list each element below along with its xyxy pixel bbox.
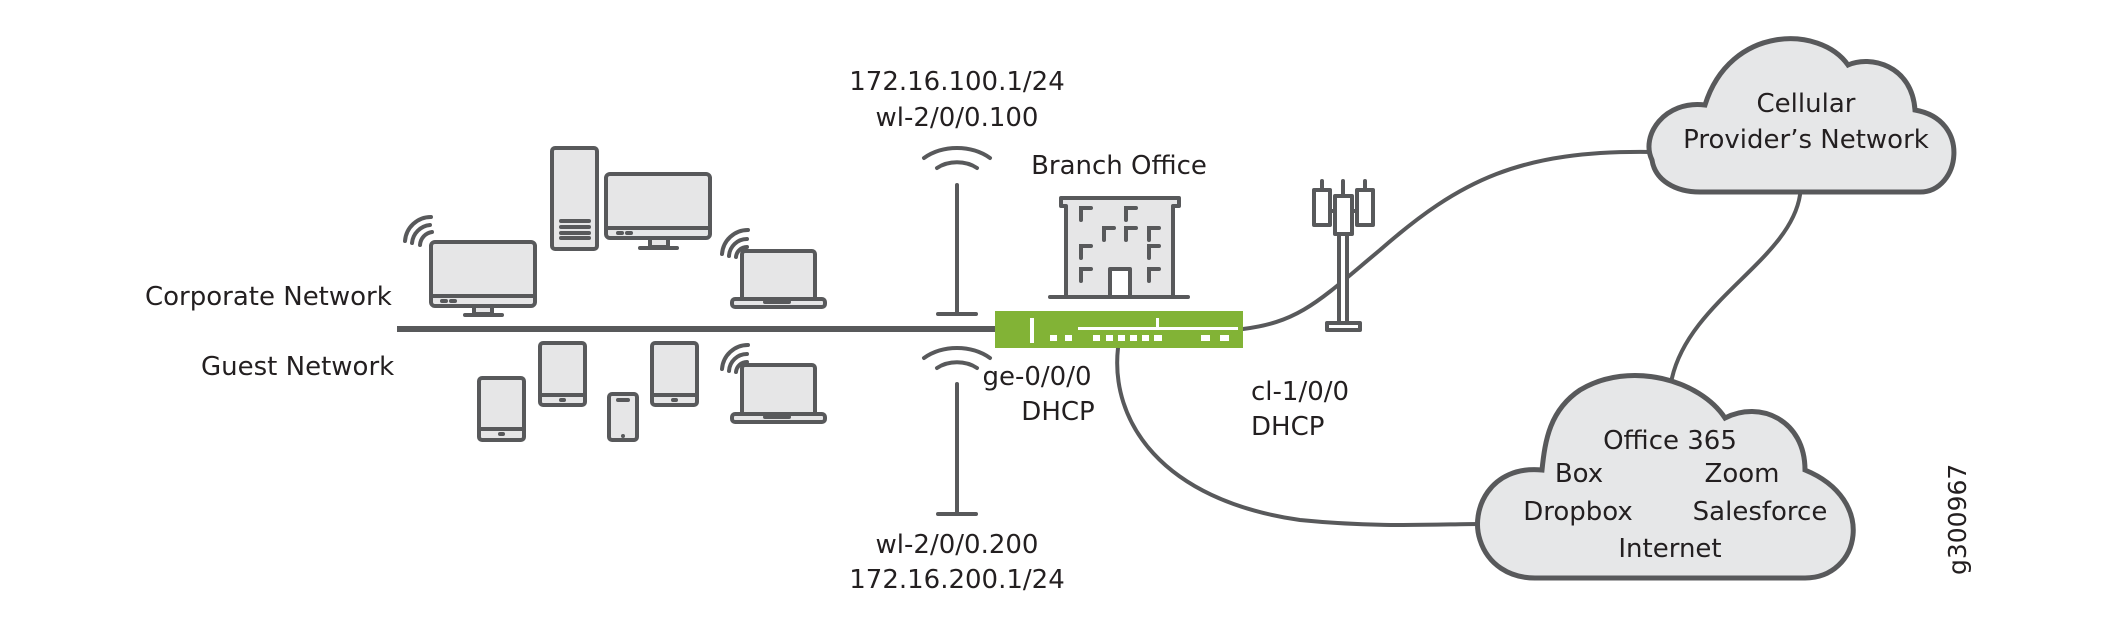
cell-tower-icon [1312,179,1375,332]
guest-network-label: Guest Network [201,352,394,382]
link-cellular-to-internet-cloud [1670,193,1802,380]
wireless-access-point-icon [922,146,992,316]
top-ap-ip-label: 172.16.100.1/24 [849,67,1065,97]
office-building-icon [1048,196,1190,299]
link-router-to-internet-cloud [1115,346,1482,527]
cellular-provider-cloud [1646,36,1957,195]
tablet-icon [538,341,587,407]
tablet-icon [477,376,526,442]
bottom-ap-ip-label: 172.16.200.1/24 [849,565,1065,595]
corporate-network-label: Corporate Network [145,282,392,312]
ethernet-interface-label: ge-0/0/0 [982,362,1091,392]
wireless-access-point-icon [922,346,992,516]
desktop-monitor-icon [604,172,712,250]
bottom-ap-interface-label: wl-2/0/0.200 [876,530,1039,560]
tablet-icon [650,341,699,407]
internet-service-box: Box [1555,459,1603,489]
branch-router-icon [995,311,1243,348]
cellular-cloud-label-line2: Provider’s Network [1683,125,1929,155]
cellular-cloud-label-line1: Cellular [1757,89,1856,119]
internet-cloud-label: Internet [1618,534,1721,564]
smartphone-icon [607,392,639,442]
wireless-laptop-icon [720,342,827,424]
top-ap-interface-label: wl-2/0/0.100 [876,103,1039,133]
figure-id-label: g300967 [1943,464,1972,575]
wireless-monitor-icon [403,214,537,317]
desktop-tower-icon [550,146,599,251]
internet-cloud [1475,373,1856,581]
wireless-laptop-icon [720,227,827,309]
cellular-interface-label: cl-1/0/0 [1251,377,1349,407]
internet-service-zoom: Zoom [1705,459,1780,489]
internet-service-office365: Office 365 [1603,426,1737,456]
internet-service-salesforce: Salesforce [1693,497,1828,527]
link-router-to-cellular-cloud [1241,149,1654,331]
ethernet-mode-label: DHCP [1021,397,1094,427]
cellular-mode-label: DHCP [1251,412,1324,442]
branch-office-label: Branch Office [1031,151,1207,181]
internet-service-dropbox: Dropbox [1523,497,1633,527]
